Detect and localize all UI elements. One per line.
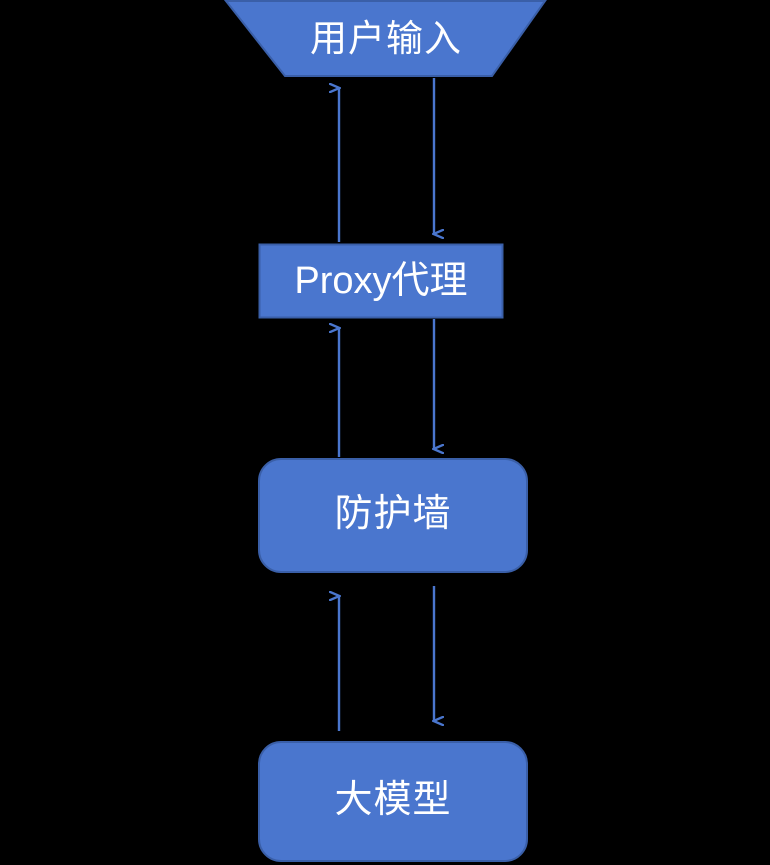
- node-user-input-shape[interactable]: [223, 0, 547, 77]
- node-llm-shape[interactable]: [258, 741, 528, 862]
- node-firewall-shape[interactable]: [258, 458, 528, 573]
- node-proxy-shape[interactable]: [258, 243, 504, 319]
